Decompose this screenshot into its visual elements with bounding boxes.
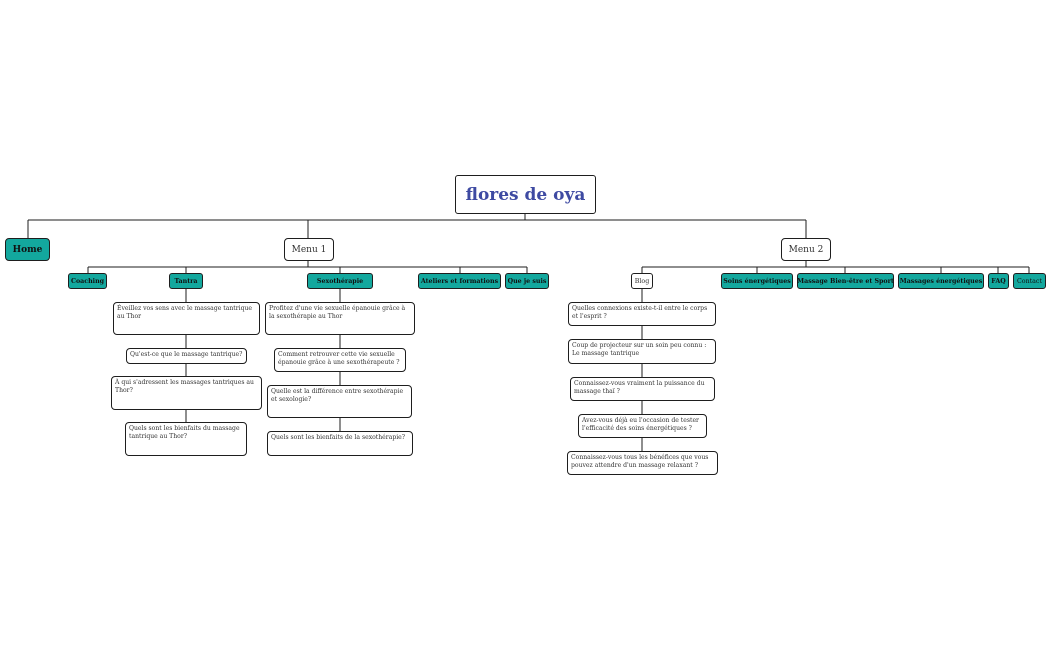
- sexo-page-2[interactable]: Comment retrouver cette vie sexuelle épa…: [274, 348, 406, 372]
- menu2-item-faq[interactable]: FAQ: [988, 273, 1009, 289]
- menu2-item-massages-energetiques[interactable]: Massages énergétiques: [898, 273, 984, 289]
- site-title-node[interactable]: flores de oya: [455, 175, 596, 214]
- menu2-item-contact[interactable]: Contact: [1013, 273, 1046, 289]
- menu2-item-blog[interactable]: Blog: [631, 273, 653, 289]
- sexo-page-4[interactable]: Quels sont les bienfaits de la sexothéra…: [267, 431, 413, 456]
- tantra-page-4[interactable]: Quels sont les bienfaits du massage tant…: [125, 422, 247, 456]
- menu1-node[interactable]: Menu 1: [284, 238, 334, 261]
- blog-page-2[interactable]: Coup de projecteur sur un soin peu connu…: [568, 339, 716, 364]
- tantra-page-1[interactable]: Éveillez vos sens avec le massage tantri…: [113, 302, 260, 335]
- menu1-item-sexotherapie[interactable]: Sexothérapie: [307, 273, 373, 289]
- blog-page-1[interactable]: Quelles connexions existe-t-il entre le …: [568, 302, 716, 326]
- blog-page-4[interactable]: Avez-vous déjà eu l'occasion de tester l…: [578, 414, 707, 438]
- blog-page-5[interactable]: Connaissez-vous tous les bénéfices que v…: [567, 451, 718, 475]
- blog-page-3[interactable]: Connaissez-vous vraiment la puissance du…: [570, 377, 715, 401]
- menu1-item-coaching[interactable]: Coaching: [68, 273, 107, 289]
- tantra-page-2[interactable]: Qu'est-ce que le massage tantrique?: [126, 348, 247, 364]
- home-node[interactable]: Home: [5, 238, 50, 261]
- menu1-item-que-je-suis[interactable]: Que je suis: [505, 273, 549, 289]
- tantra-page-3[interactable]: À qui s'adressent les massages tantrique…: [111, 376, 262, 410]
- sexo-page-1[interactable]: Profitez d'une vie sexuelle épanouie grâ…: [265, 302, 415, 335]
- menu1-item-ateliers[interactable]: Ateliers et formations: [418, 273, 501, 289]
- menu2-node[interactable]: Menu 2: [781, 238, 831, 261]
- menu1-item-tantra[interactable]: Tantra: [169, 273, 203, 289]
- menu2-item-massage-bien-etre[interactable]: Massage Bien-être et Sport: [797, 273, 894, 289]
- menu2-item-soins-energetiques[interactable]: Soins énergétiques: [721, 273, 793, 289]
- sexo-page-3[interactable]: Quelle est la différence entre sexothéra…: [267, 385, 412, 418]
